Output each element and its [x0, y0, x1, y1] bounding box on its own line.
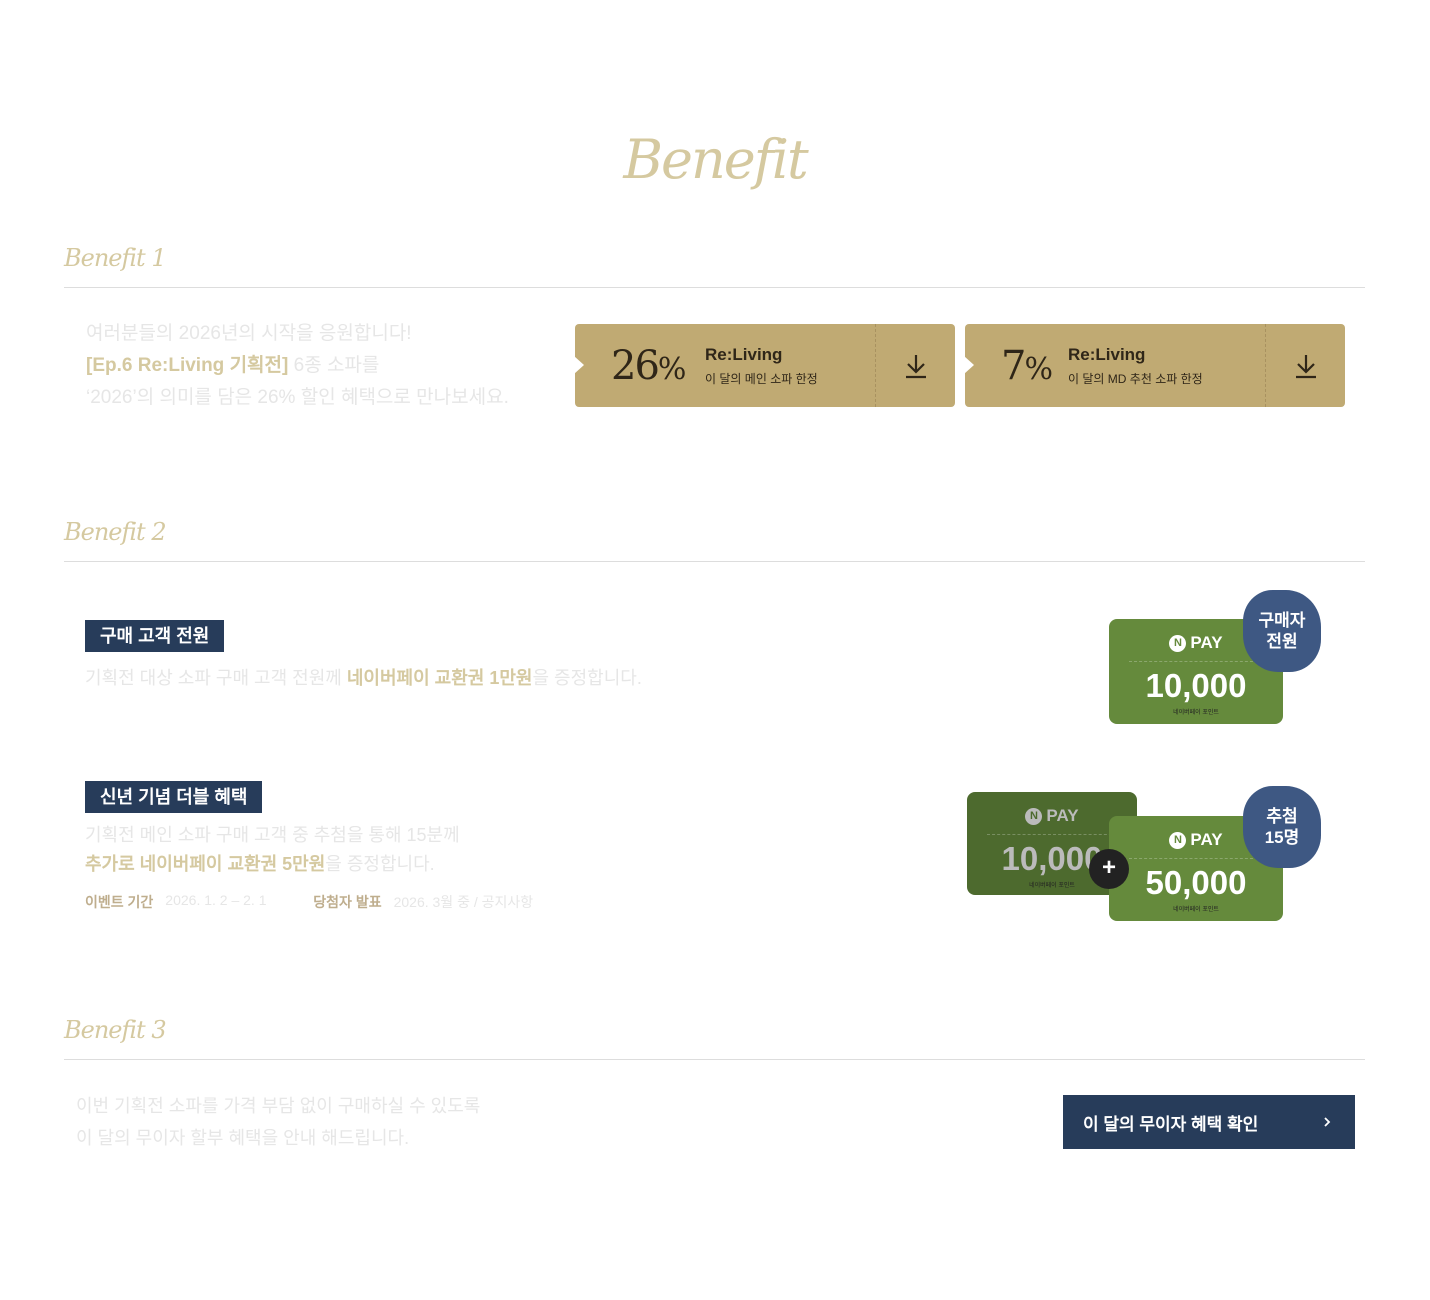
card-amount: 50,000 — [1129, 858, 1263, 902]
period-label: 이벤트 기간 — [85, 894, 154, 910]
divider — [64, 287, 1365, 288]
card-note: 네이버페이 포인트 — [1029, 883, 1075, 889]
download-icon — [1295, 354, 1316, 378]
percent-unit: % — [657, 351, 686, 387]
highlight: [Ep.6 Re:Living 기획전] — [86, 355, 289, 376]
coupon-26[interactable]: 26% Re:Living 이 달의 메인 소파 한정 — [574, 324, 955, 407]
item2-description: 기획전 메인 소파 구매 고객 중 추첨을 통해 15분께 추가로 네이버페이 … — [85, 821, 460, 879]
page-title: Benefit — [623, 128, 808, 191]
percent-value: 7 — [1001, 342, 1026, 389]
download-button[interactable] — [1265, 324, 1345, 407]
n-icon: N — [1025, 807, 1043, 825]
card-amount: 10,000 — [1129, 661, 1263, 705]
percent-unit: % — [1024, 351, 1052, 387]
logo-text: PAY — [1046, 806, 1079, 825]
coupon-name: Re:Living — [1068, 344, 1146, 364]
desc-text: 6종 소파를 — [288, 355, 380, 376]
event-info: 이벤트 기간 2026. 1. 2 – 2. 1 당첨자 발표 2026. 3월… — [85, 892, 533, 912]
tag-double-benefit: 신년 기념 더블 혜택 — [85, 781, 263, 813]
desc-line: 기획전 메인 소파 구매 고객 중 추첨을 통해 15분께 — [85, 825, 460, 845]
coupon-desc: 이 달의 메인 소파 한정 — [705, 371, 818, 386]
desc-line: 이번 기획전 소파를 가격 부담 없이 구매하실 수 있도록 — [76, 1096, 481, 1116]
button-label: 이 달의 무이자 혜택 확인 — [1083, 1114, 1259, 1134]
badge-line: 추첨 — [1266, 807, 1298, 826]
desc-line: [Ep.6 Re:Living 기획전] 6종 소파를 — [86, 350, 509, 382]
badge-draw: 추첨 15명 — [1243, 786, 1321, 868]
n-icon: N — [1169, 831, 1187, 849]
tag-all-buyers: 구매 고객 전원 — [85, 620, 225, 652]
desc-line: 여러분들의 2026년의 시작을 응원합니다! — [86, 323, 412, 344]
coupon-desc: 이 달의 MD 추천 소파 한정 — [1068, 371, 1203, 386]
n-icon: N — [1169, 634, 1187, 652]
notch — [964, 356, 974, 374]
divider — [64, 1059, 1365, 1060]
percent-value: 26 — [611, 342, 660, 389]
desc-text: 을 증정합니다. — [325, 854, 435, 874]
badge-line: 구매자 — [1258, 611, 1306, 630]
coupon-percent: 7% — [1001, 343, 1068, 389]
desc-line: ‘2026’의 의미를 담은 26% 할인 혜택으로 만나보세요. — [86, 387, 509, 408]
badge-line: 전원 — [1266, 632, 1298, 651]
desc-text: 을 증정합니다. — [532, 668, 642, 688]
coupon-name: Re:Living — [705, 344, 783, 364]
benefit2-heading: Benefit 2 — [64, 518, 167, 546]
interest-free-benefit-button[interactable]: 이 달의 무이자 혜택 확인 — [1063, 1095, 1355, 1149]
announce-label: 당첨자 발표 — [313, 894, 382, 910]
plus-icon: + — [1089, 849, 1129, 889]
download-button[interactable] — [875, 324, 955, 407]
download-icon — [905, 354, 926, 378]
desc-line: 이 달의 무이자 할부 혜택을 안내 해드립니다. — [76, 1128, 410, 1148]
card-amount: 10,000 — [987, 834, 1117, 878]
benefit3-heading: Benefit 3 — [64, 1016, 167, 1044]
desc-line: 추가로 네이버페이 교환권 5만원을 증정합니다. — [85, 850, 460, 879]
notch — [574, 356, 584, 374]
benefit1-description: 여러분들의 2026년의 시작을 응원합니다! [Ep.6 Re:Living … — [86, 318, 509, 414]
logo-text: PAY — [1190, 830, 1223, 849]
badge-line: 15명 — [1264, 828, 1300, 847]
logo-text: PAY — [1190, 633, 1223, 652]
announce-value: 2026. 3월 중 / 공지사항 — [393, 894, 534, 910]
chevron-right-icon — [1324, 1117, 1331, 1127]
item1-description: 기획전 대상 소파 구매 고객 전원께 네이버페이 교환권 1만원을 증정합니다… — [85, 662, 642, 694]
coupon-7[interactable]: 7% Re:Living 이 달의 MD 추천 소파 한정 — [964, 324, 1345, 407]
highlight: 네이버페이 교환권 1만원 — [346, 668, 533, 688]
highlight: 추가로 네이버페이 교환권 5만원 — [85, 854, 326, 874]
period-value: 2026. 1. 2 – 2. 1 — [165, 892, 267, 908]
coupon-percent: 26% — [611, 343, 703, 389]
benefit1-heading: Benefit 1 — [64, 244, 167, 272]
card-note: 네이버페이 포인트 — [1173, 710, 1219, 716]
divider — [64, 561, 1365, 562]
desc-text: 기획전 대상 소파 구매 고객 전원께 — [85, 668, 347, 688]
card-note: 네이버페이 포인트 — [1173, 907, 1219, 913]
benefit3-description: 이번 기획전 소파를 가격 부담 없이 구매하실 수 있도록 이 달의 무이자 … — [76, 1090, 480, 1154]
